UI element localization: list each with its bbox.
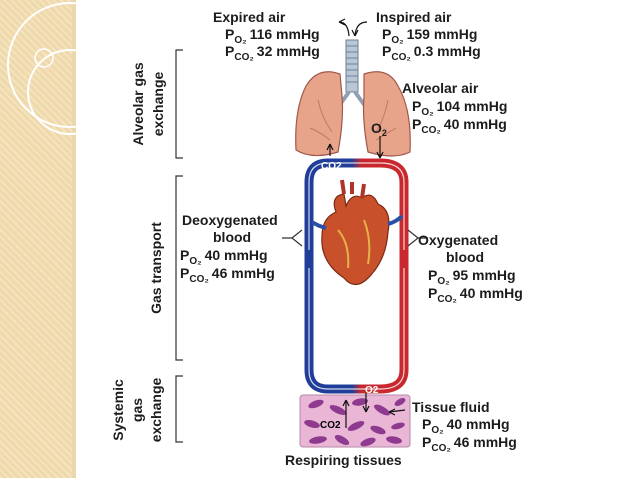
co2-label-lungs: CO2 xyxy=(321,161,342,172)
section-label-systemic-2: gas xyxy=(129,398,145,422)
section-label-transport: Gas transport xyxy=(148,222,164,314)
co2-label-tissue: CO2 xyxy=(320,420,341,431)
deoxygenated-label-2: blood xyxy=(213,229,251,245)
decorative-circle-tiny xyxy=(34,48,54,68)
o2-label-tissue: O2 xyxy=(365,385,379,396)
section-brackets xyxy=(175,49,183,443)
gas-arrows xyxy=(326,18,406,428)
expired-air-title: Expired air xyxy=(213,9,286,25)
section-label-systemic-3: exchange xyxy=(148,377,164,442)
vessel-highlights xyxy=(308,162,405,390)
tissue-fluid-title: Tissue fluid xyxy=(412,399,490,415)
lungs xyxy=(295,71,411,157)
decorative-circle-large xyxy=(7,2,133,128)
section-label-alveolar-2: exchange xyxy=(150,71,166,136)
decorative-circle-small xyxy=(27,49,113,135)
inspired-air-title: Inspired air xyxy=(376,9,452,25)
label-connectors xyxy=(282,229,428,247)
respiring-tissues-label: Respiring tissues xyxy=(285,452,402,468)
sidebar-edge xyxy=(72,0,76,478)
section-label-systemic-1: Systemic xyxy=(110,379,126,441)
respiring-tissue-block xyxy=(299,394,411,448)
oxygenated-label-2: blood xyxy=(446,249,484,265)
heart xyxy=(310,179,404,286)
deoxygenated-label-1: Deoxygenated xyxy=(182,212,278,228)
oxygenated-label-1: Oxygenated xyxy=(418,232,498,248)
section-label-alveolar-1: Alveolar gas xyxy=(130,62,146,145)
decorative-sidebar xyxy=(0,0,72,478)
alveolar-air-title: Alveolar air xyxy=(402,80,479,96)
